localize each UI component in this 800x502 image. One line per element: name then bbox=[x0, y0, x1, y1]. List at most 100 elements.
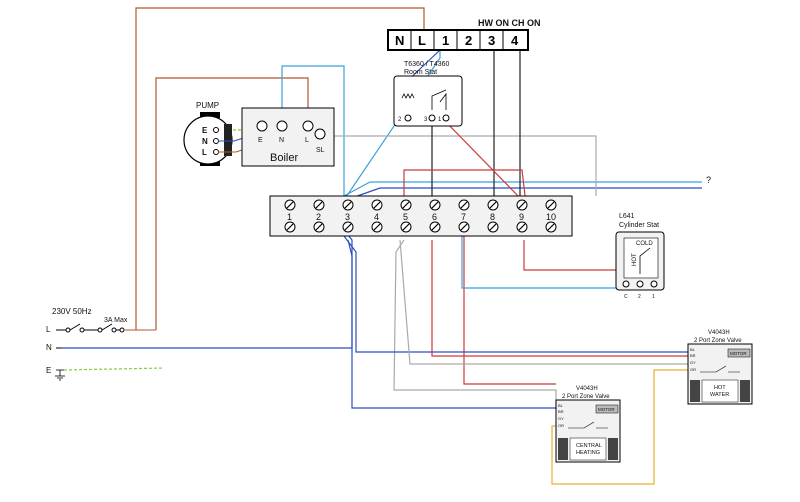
valve-ch-model: V4043H bbox=[576, 386, 598, 392]
wire-red-stat bbox=[443, 119, 523, 201]
wire-green-earth bbox=[63, 367, 165, 371]
junction-box: 1 2 3 4 5 6 7 8 9 10 bbox=[269, 195, 573, 237]
room-stat-terminal: 3 bbox=[424, 117, 428, 123]
room-stat: T6360 / T4360 Room Stat 2 3 1 bbox=[393, 61, 463, 127]
room-stat-title: T6360 / T4360 bbox=[404, 61, 450, 68]
header-terminal-label: N bbox=[395, 33, 404, 48]
header-caption: HW ON CH ON bbox=[478, 18, 541, 28]
supply-earth-label: E bbox=[46, 366, 51, 375]
cylinder-stat-terminal: 1 bbox=[652, 294, 655, 300]
valve-hw-label-1: HOT bbox=[714, 385, 726, 391]
wire-lightblue-header bbox=[343, 50, 441, 201]
boiler-terminal: SL bbox=[316, 147, 325, 154]
valve-ch-wire: BL bbox=[558, 403, 564, 408]
room-stat-subtitle: Room Stat bbox=[404, 69, 437, 76]
boiler-title: Boiler bbox=[270, 152, 298, 164]
header-terminal-label: 4 bbox=[511, 33, 519, 48]
pump-terminal: N bbox=[202, 137, 208, 146]
junction-terminal-label: 4 bbox=[374, 212, 379, 222]
junction-terminal: 2 bbox=[313, 199, 325, 233]
room-stat-terminal: 2 bbox=[398, 117, 402, 123]
supply-live-label: L bbox=[46, 325, 51, 334]
valve-hw-motor: MOTOR bbox=[730, 351, 747, 356]
header-terminal-block: N L 1 2 3 4 HW ON CH ON bbox=[387, 18, 541, 51]
junction-terminal-label: 6 bbox=[432, 212, 437, 222]
valve-ch-label-1: CENTRAL bbox=[576, 443, 602, 449]
pump-terminal: E bbox=[202, 126, 208, 135]
valve-central-heating: V4043H 2 Port Zone Valve BL BR GY OR MOT… bbox=[555, 386, 621, 463]
valve-ch-wire: BR bbox=[558, 409, 564, 414]
wire-grey-valve-hw bbox=[399, 239, 690, 365]
valve-hw-switch-icon bbox=[700, 365, 740, 373]
valve-hw-wire: GY bbox=[690, 360, 696, 365]
heater-element-icon bbox=[401, 93, 415, 99]
wire-orange bbox=[551, 369, 692, 485]
cylinder-stat-title: L641 bbox=[619, 213, 635, 220]
supply: 230V 50Hz 3A Max L N E bbox=[46, 307, 156, 381]
wire-brown-n-feed bbox=[135, 7, 425, 330]
earth-icon bbox=[55, 369, 65, 381]
supply-neutral-label: N bbox=[46, 343, 52, 352]
junction-terminal-label: 2 bbox=[316, 212, 321, 222]
valve-hw-label-2: WATER bbox=[710, 392, 729, 398]
valve-ch-motor: MOTOR bbox=[598, 407, 615, 412]
wire-lightblue-unknown bbox=[343, 181, 702, 197]
junction-terminal-label: 5 bbox=[403, 212, 408, 222]
junction-terminal: 9 bbox=[516, 199, 528, 233]
boiler-terminal: L bbox=[305, 137, 309, 144]
valve-hot-water: V4043H 2 Port Zone Valve BL BR GY OR MOT… bbox=[687, 330, 753, 405]
cylinder-stat-subtitle: Cylinder Stat bbox=[619, 222, 659, 229]
valve-ch-wire: OR bbox=[558, 423, 564, 428]
valve-ch-type: 2 Port Zone Valve bbox=[562, 394, 610, 400]
valve-ch-wire: GY bbox=[558, 416, 564, 421]
cylinder-stat-terminal: C bbox=[624, 294, 628, 300]
wire-blue-neutral bbox=[62, 229, 353, 349]
header-terminal-label: 1 bbox=[442, 33, 449, 48]
header-terminal-label: 3 bbox=[488, 33, 495, 48]
junction-terminal: 4 bbox=[371, 199, 383, 233]
junction-terminal-label: 10 bbox=[546, 212, 556, 222]
valve-hw-wire: BL bbox=[690, 347, 696, 352]
wire-brown-boiler-live bbox=[155, 77, 309, 330]
valve-hw-model: V4043H bbox=[708, 330, 730, 336]
unknown-connection-marker: ? bbox=[706, 175, 711, 185]
junction-terminal-label: 3 bbox=[345, 212, 350, 222]
cylinder-stat-cold: COLD bbox=[636, 241, 653, 247]
valve-hw-wire: BR bbox=[690, 353, 696, 358]
supply-voltage: 230V 50Hz bbox=[52, 307, 92, 316]
cylinder-stat-hot: HOT bbox=[632, 253, 638, 266]
junction-terminal-label: 9 bbox=[519, 212, 524, 222]
wire-red-5 bbox=[403, 169, 527, 205]
junction-terminal: 3 bbox=[342, 199, 354, 233]
wire-grey-5 bbox=[393, 239, 557, 410]
header-terminal-label: L bbox=[418, 33, 426, 48]
room-stat-terminal: 1 bbox=[438, 117, 442, 123]
valve-hw-type: 2 Port Zone Valve bbox=[694, 338, 742, 344]
pump-title: PUMP bbox=[196, 101, 219, 110]
junction-terminal: 10 bbox=[545, 199, 557, 233]
junction-terminal: 1 bbox=[284, 199, 296, 233]
junction-terminal: 6 bbox=[429, 199, 441, 233]
junction-terminal: 8 bbox=[487, 199, 499, 233]
wire-blue-valve-hw bbox=[343, 235, 690, 353]
wire-red-valve-ch bbox=[463, 230, 556, 385]
cylinder-stat: L641 Cylinder Stat COLD HOT C 2 1 bbox=[615, 213, 665, 300]
wire-blue-valve-ch bbox=[347, 239, 560, 409]
stat-switch-icon bbox=[431, 89, 447, 110]
junction-terminal: 5 bbox=[400, 199, 412, 233]
cylinder-switch-icon bbox=[639, 247, 651, 274]
valve-ch-switch-icon bbox=[568, 421, 608, 429]
boiler: E N L SL Boiler bbox=[241, 107, 335, 167]
junction-terminal-label: 1 bbox=[287, 212, 292, 222]
junction-terminal-label: 8 bbox=[490, 212, 495, 222]
wire-lightblue-feed bbox=[281, 65, 345, 200]
valve-hw-wire: OR bbox=[690, 367, 696, 372]
boiler-terminal: E bbox=[258, 137, 263, 144]
junction-terminal-label: 7 bbox=[461, 212, 466, 222]
wire-lightblue-cylinder bbox=[461, 230, 618, 289]
cylinder-stat-terminal: 2 bbox=[638, 294, 641, 300]
pump-terminal: L bbox=[202, 148, 207, 157]
wire-red-valve-hw bbox=[431, 240, 690, 357]
